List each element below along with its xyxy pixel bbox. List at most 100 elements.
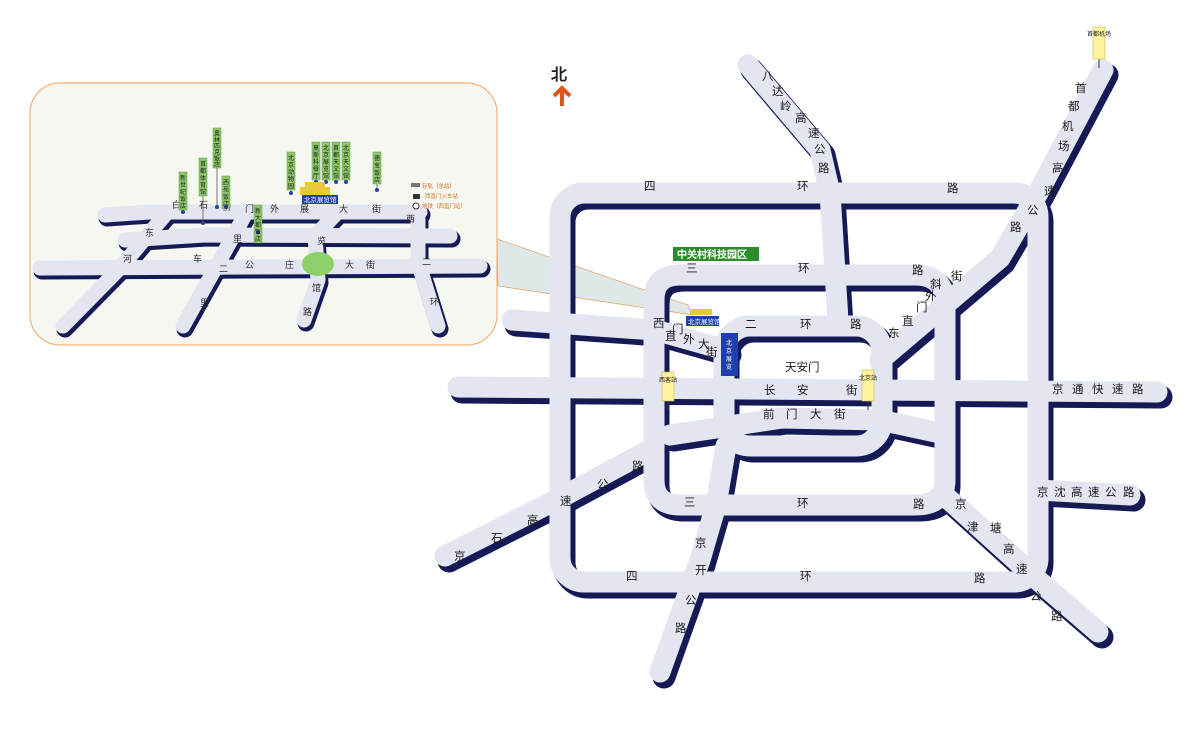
venue-name-char: 天 xyxy=(343,159,349,166)
map-label-ring3-top: 环 xyxy=(798,261,810,275)
venue-name-char: 京 xyxy=(288,161,294,169)
map-label-badaling: 达 xyxy=(772,84,784,98)
venue-name-char: 饭 xyxy=(255,228,261,236)
venue-name-char: 店 xyxy=(223,200,229,208)
venue-name-char: 体 xyxy=(200,174,206,182)
qianmen-street xyxy=(659,407,951,446)
map-label-jingshen: 沈 xyxy=(1054,485,1066,499)
svg-text:首都机场: 首都机场 xyxy=(1087,30,1111,38)
map-label-tiananmen: 天安门 xyxy=(785,360,820,374)
map-label-jingshi: 京 xyxy=(454,549,466,563)
map-label-ring3-top: 三 xyxy=(686,261,698,275)
map-label-qianmen: 门 xyxy=(786,407,798,421)
jingjintang-expressway xyxy=(934,485,1109,643)
inset-roundabout xyxy=(302,252,334,276)
inset-road-label: 里 xyxy=(233,234,242,245)
map-label-ring3-bottom: 路 xyxy=(913,497,925,511)
map-label-dongzhimen: 直 xyxy=(902,314,914,328)
venue-name-char: 园 xyxy=(288,183,294,190)
map-label-jingtong: 路 xyxy=(1132,382,1144,396)
venue-name-char: 世 xyxy=(180,181,186,189)
map-label-jingshen: 路 xyxy=(1123,485,1135,499)
map-label-airport-expressway: 都 xyxy=(1068,99,1080,113)
map-label-ring4-top: 四 xyxy=(644,179,656,193)
map-label-jingkai: 路 xyxy=(675,621,687,635)
inset-road-label: 东 xyxy=(145,227,154,239)
map-label-jingtong: 速 xyxy=(1112,382,1124,396)
venue-name-char: 饭 xyxy=(180,195,186,203)
inset-road-label: 车 xyxy=(193,253,202,265)
map-label-xizhimen: 街 xyxy=(706,345,718,359)
inset-map: 白 石 桥 门 外 展 大 街 西 东 里 览 河 二 车 公 庄 大 街 二 … xyxy=(29,82,498,346)
venue-name-char: 首 xyxy=(333,144,339,152)
inset-road-label: 公 xyxy=(245,260,254,271)
inset-road-label: 展 xyxy=(300,204,309,215)
map-label-airport-expressway: 高 xyxy=(1052,161,1064,175)
svg-text:北: 北 xyxy=(551,65,567,84)
svg-text:京: 京 xyxy=(726,347,732,355)
svg-text:览: 览 xyxy=(726,363,732,371)
svg-text:展: 展 xyxy=(726,356,732,363)
map-label-airport-expressway: 首 xyxy=(1075,81,1087,95)
inset-road-label: 西 xyxy=(406,214,415,225)
map-label-ring2-top: 二 xyxy=(745,317,757,331)
map-label-xizhimen: 直 xyxy=(665,329,677,343)
venue-name-char: 西 xyxy=(223,179,229,186)
map-label-airport-expressway: 速 xyxy=(1044,184,1056,198)
beijing-station-sign: 北京站 xyxy=(859,369,877,410)
map-label-jingshen: 公 xyxy=(1105,485,1117,499)
venue-name-char: 纪 xyxy=(180,188,186,196)
venue-name-char: 都 xyxy=(255,221,261,229)
map-label-dongzhimen: 外 xyxy=(925,289,937,303)
venue-name-char: 文 xyxy=(333,165,339,173)
map-label-dongzhimen: 街 xyxy=(951,269,963,283)
badaling-expressway xyxy=(737,54,849,331)
venue-name-char: 莫 xyxy=(313,144,319,152)
map-label-ring2-top: 路 xyxy=(850,317,862,331)
map-label-ring4-top: 环 xyxy=(797,179,809,193)
inset-road-label: 二 xyxy=(219,265,228,275)
venue-name-char: 林 xyxy=(214,136,220,144)
map-label-xizhimen: 西 xyxy=(653,316,665,330)
venue-name-char: 北 xyxy=(343,144,349,152)
map-label-badaling: 路 xyxy=(818,161,830,175)
map-label-changan: 长 xyxy=(764,383,776,397)
jingkai-road xyxy=(649,435,737,683)
map-label-ring4-top: 路 xyxy=(947,181,959,195)
map-label-changan: 安 xyxy=(797,383,809,397)
inset-legend: 轻轨（总站） 西直门火车站 地铁（西直门站） xyxy=(411,182,466,210)
venue-name-char: 馆 xyxy=(333,172,339,180)
venue-name-char: 北 xyxy=(323,144,329,152)
venue-name-char: 新 xyxy=(180,174,186,182)
map-label-badaling: 速 xyxy=(808,126,820,140)
zhongguancun-label: 中关村科技园区 xyxy=(673,247,759,261)
map-label-badaling: 八 xyxy=(762,69,774,83)
venue-name-char: 首 xyxy=(200,160,206,168)
venue-name-char: 宝 xyxy=(374,162,380,170)
inset-road-baishiqiao xyxy=(55,207,173,334)
map-label-changan: 街 xyxy=(846,383,858,397)
map-label-jingtong: 快 xyxy=(1092,382,1104,396)
venue-name-char: 匹 xyxy=(214,143,220,150)
inset-road-label: 门 xyxy=(245,203,254,215)
venue-name-char: 奥 xyxy=(214,130,220,138)
inset-road-label: 外 xyxy=(270,203,279,215)
map-label-jingjintang: 路 xyxy=(1051,609,1063,623)
map-label-airport-expressway: 公 xyxy=(1027,203,1039,217)
inset-road-sanlihe xyxy=(175,207,253,334)
map-label-dongzhimen: 门 xyxy=(916,300,928,314)
jingshi-expressway xyxy=(434,437,664,567)
venue-name-char: 餐 xyxy=(313,165,319,173)
map-label-jingshi: 速 xyxy=(560,494,572,508)
venue-name-char: 克 xyxy=(214,148,220,156)
map-label-dongzhimen: 东 xyxy=(888,326,900,340)
venue-name-char: 京 xyxy=(323,151,329,159)
map-label-airport-expressway: 机 xyxy=(1062,119,1074,133)
map-label-ring3-bottom: 三 xyxy=(684,495,696,509)
